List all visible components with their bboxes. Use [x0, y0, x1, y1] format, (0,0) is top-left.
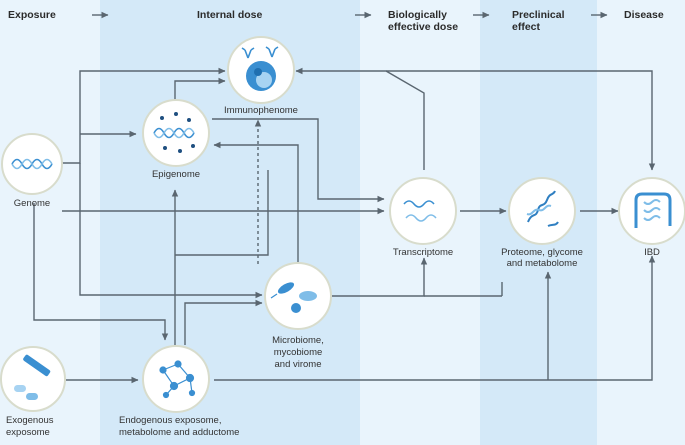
label-exogenous-line2: exposome [6, 427, 50, 438]
dna-helix-icon [11, 158, 53, 170]
label-endogenous-line2: metabolome and adductome [119, 427, 240, 438]
node-epigenome [142, 99, 210, 167]
label-ibd: IBD [644, 247, 660, 258]
header-exposure: Exposure [8, 9, 56, 21]
arrow-endogenous-immunophenome [175, 170, 269, 256]
rna-strand-icon [403, 200, 437, 222]
header-preclinical-effect-1: Preclinical [512, 9, 565, 21]
label-endogenous-line1: Endogenous exposome, [119, 415, 222, 426]
label-proteome-line1: Proteome, glycome [501, 247, 583, 258]
header-preclinical-effect-2: effect [512, 21, 541, 33]
node-transcriptome [389, 177, 457, 245]
node-endogenous [142, 345, 210, 413]
arrow-genome-microbiome [79, 163, 263, 299]
network-icon [159, 360, 196, 399]
node-microbiome [264, 262, 332, 330]
label-genome: Genome [13, 198, 51, 209]
label-epigenome: Epigenome [151, 169, 201, 180]
microbes-icon [270, 282, 317, 313]
label-proteome-line2: and metabolome [506, 258, 578, 269]
intestine-icon [634, 192, 672, 228]
arrow-genome-immunophenome [62, 67, 226, 164]
label-microbiome-line1: Microbiome, [272, 335, 324, 346]
arrow-epigenome-transcriptome [212, 118, 385, 203]
arrow-immunophenome-ibd [386, 70, 656, 171]
arrow-genome-endogenous [33, 203, 169, 341]
immune-cell-icon [241, 46, 279, 91]
arrow-transcriptome-immunophenome [295, 67, 425, 170]
protein-structure-icon [526, 190, 559, 227]
header-internal-dose: Internal dose [197, 9, 263, 21]
methylated-dna-icon [153, 112, 195, 153]
pills-cigarette-icon [14, 354, 51, 400]
arrow-endogenous-ibd [214, 255, 656, 381]
arrow-microbiome-epigenome [213, 141, 299, 264]
arrow-endogenous-microbiome [184, 299, 263, 345]
arrow-epigenome-immunophenome [174, 77, 226, 100]
label-microbiome-line2: mycobiome [273, 347, 323, 358]
label-transcriptome: Transcriptome [392, 247, 454, 258]
node-exogenous [0, 346, 66, 412]
header-disease: Disease [624, 9, 664, 21]
header-biologically-effective-dose-2: effective dose [388, 21, 459, 33]
header-biologically-effective-dose-1: Biologically [388, 9, 447, 21]
label-exogenous-line1: Exogenous [6, 415, 54, 426]
arrow-microbiome-transcriptome [332, 257, 428, 297]
label-immunophenome: Immunophenome [224, 105, 298, 116]
label-microbiome-line3: and virome [274, 359, 322, 370]
